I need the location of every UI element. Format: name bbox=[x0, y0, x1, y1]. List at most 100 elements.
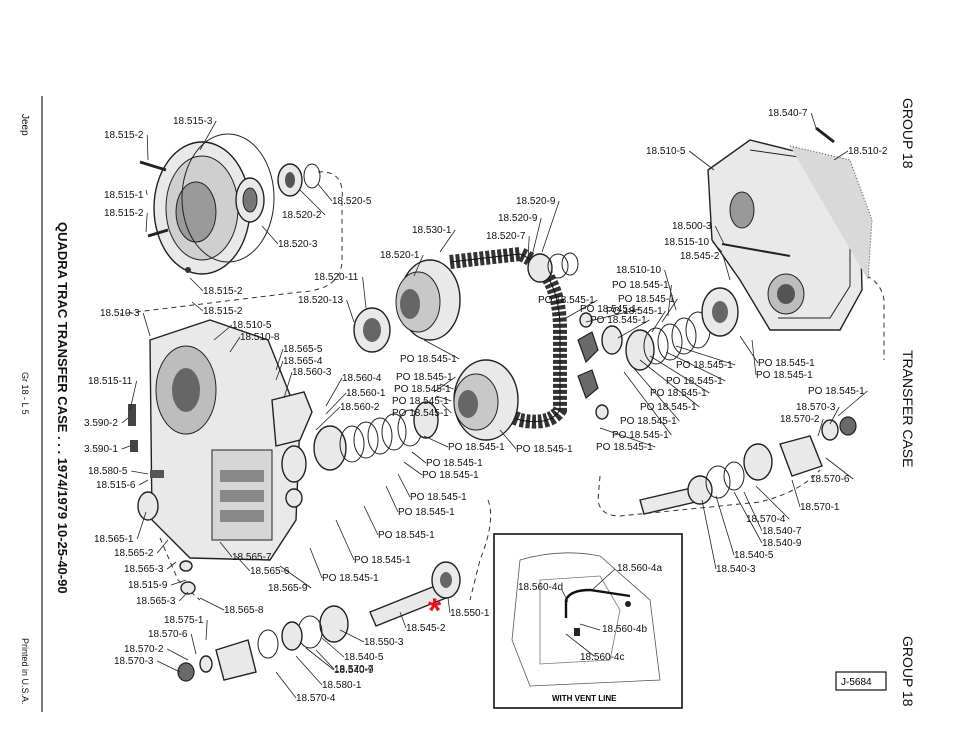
part-callout: 18.540-7 bbox=[768, 108, 808, 119]
part-callout: 18.530-1 bbox=[412, 225, 452, 236]
part-callout: PO 18.545-1 bbox=[596, 442, 653, 453]
dash-cover-group bbox=[119, 171, 343, 315]
callout-leader bbox=[157, 660, 181, 673]
right-title: TRANSFER CASE bbox=[900, 350, 916, 467]
callout-leader bbox=[675, 345, 736, 366]
callout-leader bbox=[433, 376, 456, 393]
part-callout: PO 18.545-1 bbox=[606, 306, 663, 317]
part-callout: 18.565-7 bbox=[232, 552, 272, 563]
part-callout: 18.510-10 bbox=[616, 265, 661, 276]
part-callout: 18.520-13 bbox=[298, 295, 343, 306]
part-callout: 3.590-1 bbox=[84, 444, 118, 455]
callout-leader bbox=[751, 339, 757, 376]
callout-leader bbox=[617, 319, 650, 339]
part-callout: 18.540-9 bbox=[762, 538, 802, 549]
callout-leader bbox=[309, 547, 323, 579]
callout-leader bbox=[139, 479, 149, 486]
callout-leader bbox=[363, 505, 379, 536]
drive-sprocket-lower bbox=[453, 359, 519, 441]
callout-leader bbox=[791, 479, 801, 508]
part-callout: 18.520-9 bbox=[498, 213, 538, 224]
callout-leader bbox=[315, 406, 341, 431]
part-callout: 18.565-3 bbox=[136, 596, 176, 607]
part-callout: PO 18.545-1 bbox=[398, 507, 455, 518]
callout-leader bbox=[585, 308, 640, 323]
part-callout: 18.570-2 bbox=[780, 414, 820, 425]
part-callout: 18.570-2 bbox=[124, 644, 164, 655]
part-callout: PO 18.545-1 bbox=[354, 555, 411, 566]
callout-leader bbox=[129, 380, 137, 411]
part-callout: 18.515-9 bbox=[128, 580, 168, 591]
callout-leader bbox=[541, 200, 560, 253]
part-callout: PO 18.545-1 bbox=[516, 444, 573, 455]
part-callout: 18.515-10 bbox=[664, 237, 709, 248]
figure-id-box bbox=[835, 671, 887, 691]
callout-leader bbox=[335, 519, 355, 561]
callout-leader bbox=[435, 395, 452, 402]
part-callout: PO 18.545-1 bbox=[640, 402, 697, 413]
part-callout: 18.570-7 bbox=[334, 664, 374, 675]
part-callout: 18.520-9 bbox=[516, 196, 556, 207]
dash-front-group bbox=[469, 499, 492, 601]
figure-id: J-5684 bbox=[841, 677, 872, 688]
part-callout: PO 18.545-1 bbox=[322, 573, 379, 584]
part-callout: 18.580-1 bbox=[322, 680, 362, 691]
part-callout: 18.570-6 bbox=[810, 474, 850, 485]
rear-clutch-discs bbox=[625, 287, 739, 371]
callout-leader bbox=[136, 511, 147, 540]
callout-leader bbox=[423, 339, 460, 360]
callout-leader bbox=[531, 217, 542, 257]
part-callout: 18.515-2 bbox=[203, 286, 243, 297]
part-callout: PO 18.545-1 bbox=[808, 386, 865, 397]
part-callout: 18.570-4 bbox=[746, 514, 786, 525]
part-callout: PO 18.545-1 bbox=[392, 408, 449, 419]
callout-leader bbox=[121, 445, 131, 450]
callout-leader bbox=[178, 591, 189, 602]
callout-leader bbox=[275, 671, 297, 699]
callout-leader bbox=[346, 299, 355, 323]
callout-leader bbox=[167, 648, 189, 661]
callout-leader bbox=[825, 457, 854, 480]
part-callout: 18.565-6 bbox=[250, 566, 290, 577]
front-output-shaft bbox=[177, 561, 461, 682]
front-cover bbox=[139, 133, 321, 275]
part-callout: PO 18.545-1 bbox=[392, 396, 449, 407]
callout-leader bbox=[325, 392, 347, 415]
callout-leader bbox=[131, 470, 149, 475]
part-callout: 18.565-9 bbox=[268, 583, 308, 594]
callout-leader bbox=[810, 112, 817, 129]
part-callout: PO 18.545-1 bbox=[378, 530, 435, 541]
callout-leader bbox=[305, 647, 335, 671]
callout-leader bbox=[295, 655, 323, 686]
callout-leader bbox=[191, 301, 204, 312]
part-callout: 18.520-5 bbox=[332, 196, 372, 207]
part-callout: 18.540-5 bbox=[344, 652, 384, 663]
left-brand: Jeep bbox=[19, 114, 30, 136]
part-callout: 18.540-5 bbox=[734, 550, 774, 561]
part-callout: 18.570-3 bbox=[796, 402, 836, 413]
callout-leader bbox=[205, 619, 208, 641]
callout-leader bbox=[199, 120, 217, 151]
part-callout: PO 18.545-1 bbox=[676, 360, 733, 371]
callout-leader bbox=[121, 417, 129, 424]
part-callout: 18.510-3 bbox=[100, 308, 140, 319]
callout-leader bbox=[275, 360, 284, 381]
part-callout: 18.570-6 bbox=[148, 629, 188, 640]
left-group: Gr 18 - L 5 bbox=[20, 372, 30, 415]
part-callout: 18.515-3 bbox=[173, 116, 213, 127]
callout-leader bbox=[190, 633, 197, 655]
part-callout: PO 18.545-1 bbox=[410, 492, 467, 503]
part-callout: 18.565-5 bbox=[283, 344, 323, 355]
callout-leader bbox=[639, 359, 700, 408]
callout-leader bbox=[499, 429, 517, 450]
callout-leader bbox=[739, 335, 759, 364]
part-callout: 18.515-2 bbox=[203, 306, 243, 317]
part-callout: 18.520-1 bbox=[380, 250, 420, 261]
callout-leader bbox=[755, 485, 790, 520]
inset-label-4b: 18.560-4b bbox=[602, 624, 647, 635]
callout-leader bbox=[385, 485, 399, 513]
callout-leader bbox=[631, 365, 680, 422]
callout-leader bbox=[623, 371, 672, 436]
callout-leader bbox=[527, 235, 530, 261]
callout-leader bbox=[714, 225, 725, 245]
